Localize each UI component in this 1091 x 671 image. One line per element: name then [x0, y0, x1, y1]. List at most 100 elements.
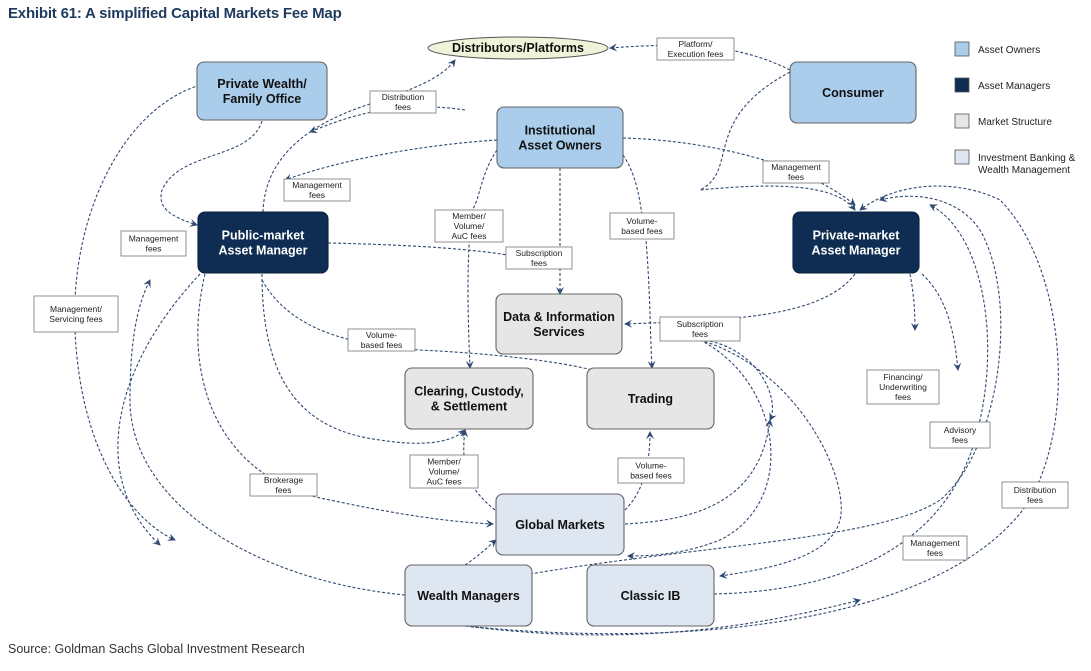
exhibit-title: Exhibit 61: A simplified Capital Markets…: [8, 5, 342, 22]
legend-label: Asset Owners: [978, 45, 1040, 56]
edge-inst-trading: [622, 154, 656, 369]
edge-publicam-trading: [261, 279, 611, 377]
node-label: Private Wealth/: [217, 77, 307, 91]
fee-label-text: based fees: [630, 471, 672, 481]
edge-data-trading: [704, 339, 777, 421]
fee-label-box: [762, 160, 830, 184]
edge-inst-clearing: [465, 149, 498, 369]
legend-item-market-structure: Market Structure: [954, 113, 1052, 129]
node-shape: [404, 564, 533, 627]
fee-label-text: fees: [145, 244, 161, 254]
node-shape: [197, 211, 329, 274]
node-label: Classic IB: [621, 589, 681, 603]
fee-label-text: Management/: [50, 304, 103, 314]
fee-label-text: Financing/: [883, 372, 923, 382]
fee-label-text: Management: [910, 538, 960, 548]
node-label: Asset Manager: [812, 244, 901, 258]
fee-label-text: Volume/: [429, 467, 460, 477]
fee-label-text: fees: [895, 392, 911, 402]
edge-wm-ib-right: [465, 597, 861, 636]
node-label: Public-market: [222, 229, 306, 243]
fee-label-text: Servicing fees: [49, 314, 102, 324]
node-label: Wealth Managers: [417, 589, 520, 603]
fee-label-text: Management: [292, 180, 342, 190]
fee-label-text: fees: [395, 102, 411, 112]
edge-wm-distribution: [464, 185, 1059, 635]
fee-label-text: based fees: [361, 340, 403, 350]
node-wealth-managers: Wealth Managers: [404, 564, 533, 627]
node-shape: [427, 36, 609, 60]
fee-label-box: [659, 316, 741, 342]
legend-label: Wealth Management: [978, 165, 1070, 176]
fee-label-text: Volume-: [635, 461, 666, 471]
node-label: & Settlement: [431, 400, 508, 414]
node-distributors: Distributors/Platforms: [427, 36, 609, 60]
fee-label-box: [1001, 481, 1069, 509]
fee-label-text: Platform/: [678, 39, 713, 49]
fee-label-volume-top: Volume-based fees: [609, 212, 675, 240]
node-label: Private-market: [813, 229, 901, 243]
node-label: Distributors/Platforms: [452, 41, 584, 55]
fee-label-member-vol-auc-top: Member/Volume/AuC fees: [434, 209, 504, 243]
fee-label-text: Volume/: [454, 221, 485, 231]
fee-label-text: Subscription: [516, 248, 563, 258]
node-shape: [586, 564, 715, 627]
fee-label-box: [866, 369, 940, 405]
node-shape: [196, 61, 328, 121]
fee-label-text: Subscription: [677, 319, 724, 329]
edge-consumer-privateam: [699, 71, 856, 211]
node-label: Global Markets: [515, 518, 605, 532]
edge-wm-publicam: [129, 279, 406, 596]
edge-pw-publicam: [160, 120, 263, 227]
legend-item-asset-owners: Asset Owners: [954, 41, 1040, 57]
node-shape: [792, 211, 920, 274]
fee-label-platform-exec: Platform/Execution fees: [656, 37, 735, 61]
fee-label-text: fees: [927, 548, 943, 558]
fee-label-box: [609, 212, 675, 240]
fee-label-box: [656, 37, 735, 61]
edge-privateam-data: [624, 273, 856, 328]
fee-label-text: fees: [309, 190, 325, 200]
fee-label-mgmt-servicing: Management/Servicing fees: [33, 295, 119, 333]
fee-label-box: [409, 454, 479, 489]
legend-swatch: [954, 41, 970, 57]
node-shape: [789, 61, 917, 124]
node-shape: [495, 493, 625, 556]
fee-label-text: Member/: [427, 457, 461, 467]
fee-label-text: fees: [1027, 495, 1043, 505]
edge-wm-mgmt: [529, 194, 1002, 575]
fee-label-text: Member/: [452, 211, 486, 221]
edge-privateam-advisory: [921, 273, 962, 371]
node-clearing: Clearing, Custody,& Settlement: [404, 367, 534, 430]
node-shape: [495, 293, 623, 355]
fee-label-text: AuC fees: [427, 477, 462, 487]
node-shape: [404, 367, 534, 430]
node-label: Family Office: [223, 92, 302, 106]
fee-label-box: [283, 178, 351, 202]
fee-label-box: [347, 328, 416, 352]
fee-label-member-vol-auc-bottom: Member/Volume/AuC fees: [409, 454, 479, 489]
fee-label-box: [617, 457, 685, 484]
node-trading: Trading: [586, 367, 715, 430]
fee-label-text: Management: [771, 162, 821, 172]
fee-label-text: Advisory: [944, 425, 977, 435]
node-label: Trading: [628, 392, 673, 406]
fee-label-text: fees: [531, 258, 547, 268]
node-label: Asset Owners: [518, 139, 601, 153]
fee-label-box: [505, 246, 573, 270]
fee-label-text: Distribution: [382, 92, 425, 102]
node-label: Institutional: [525, 124, 596, 138]
edge-wm-gm: [464, 539, 497, 566]
fee-label-box: [369, 90, 437, 114]
fee-label-text: fees: [275, 485, 291, 495]
fee-label-text: Execution fees: [668, 49, 724, 59]
node-private-wealth: Private Wealth/Family Office: [196, 61, 328, 121]
